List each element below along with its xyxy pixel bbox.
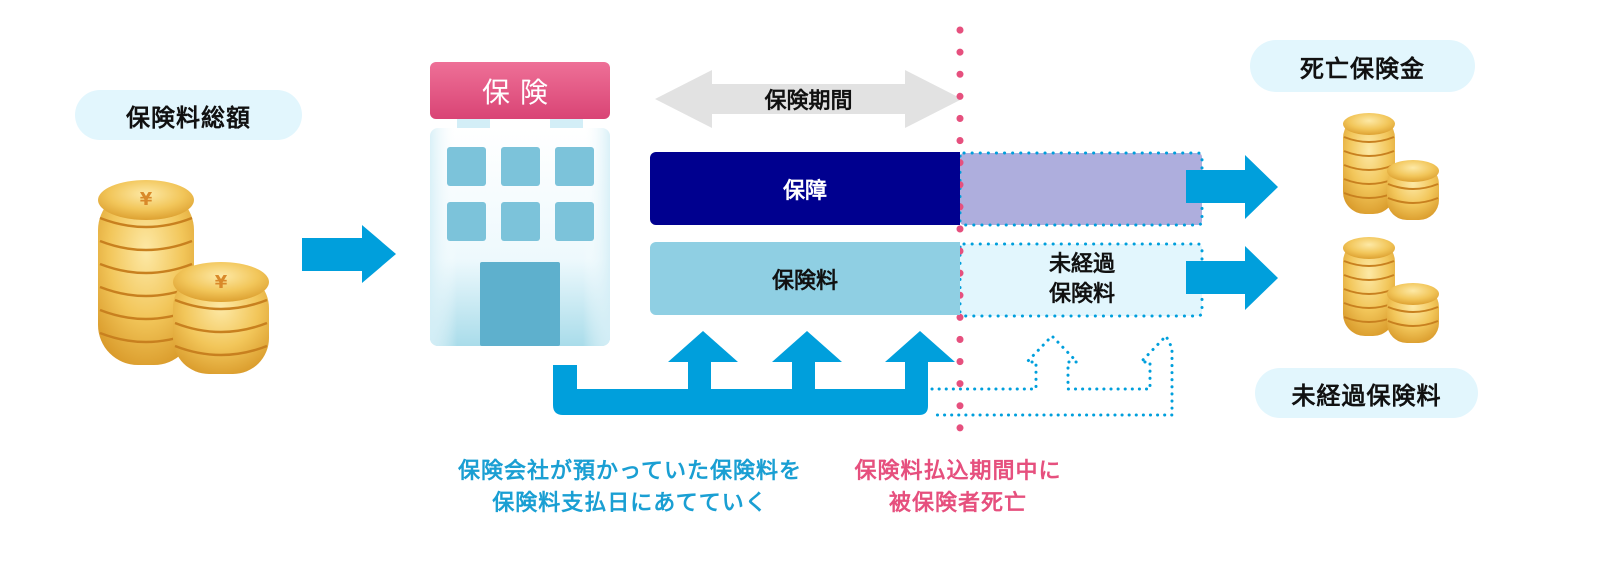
company-sign-label: 保険: [481, 75, 558, 109]
coverage-label: 保障: [782, 178, 827, 204]
insured-death-line2: 被保険者死亡: [888, 491, 1027, 516]
insured-death-line1: 保険料払込期間中に: [854, 459, 1062, 484]
total-premium-label: 保険料総額: [75, 90, 302, 140]
future-allocation-outline: [930, 333, 1174, 417]
unearned-premium-line1: 未経過: [1048, 252, 1115, 277]
company-allocation-line2: 保険料支払日にあてていく: [492, 491, 768, 516]
coverage-period-arrow-icon: [655, 70, 962, 128]
arrow-to-death-benefit-icon: [1186, 155, 1278, 219]
coins-unearned-icon: [1343, 237, 1439, 343]
insured-death-caption: 保険料払込期間中に 被保険者死亡: [838, 456, 1078, 520]
premium-bar: 保険料: [650, 242, 960, 315]
unearned-premium-box: [958, 242, 1204, 318]
unearned-refund-label: 未経過保険料: [1255, 368, 1478, 418]
company-allocation-line1: 保険会社が預かっていた保険料を: [458, 459, 802, 484]
coins-left-icon: ¥ ¥: [98, 180, 269, 374]
unearned-premium-line2: 保険料: [1048, 282, 1115, 307]
building-icon: [430, 62, 610, 346]
unearned-premium-label: 未経過 保険料: [962, 244, 1202, 316]
svg-text:¥: ¥: [215, 272, 228, 293]
arrow-to-unearned-refund-icon: [1186, 246, 1278, 310]
coverage-period-label: 保険期間: [764, 89, 853, 114]
coverage-bar: 保障: [650, 152, 960, 225]
svg-text:¥: ¥: [140, 189, 153, 210]
premium-allocation-arrow-icon: [553, 331, 955, 415]
premium-label: 保険料: [771, 268, 838, 294]
coverage-extension: [958, 151, 1204, 227]
coins-death-benefit-icon: [1343, 113, 1439, 220]
death-benefit-label: 死亡保険金: [1250, 40, 1475, 92]
company-allocation-caption: 保険会社が預かっていた保険料を 保険料支払日にあてていく: [420, 456, 840, 520]
arrow-to-company-icon: [302, 225, 396, 283]
